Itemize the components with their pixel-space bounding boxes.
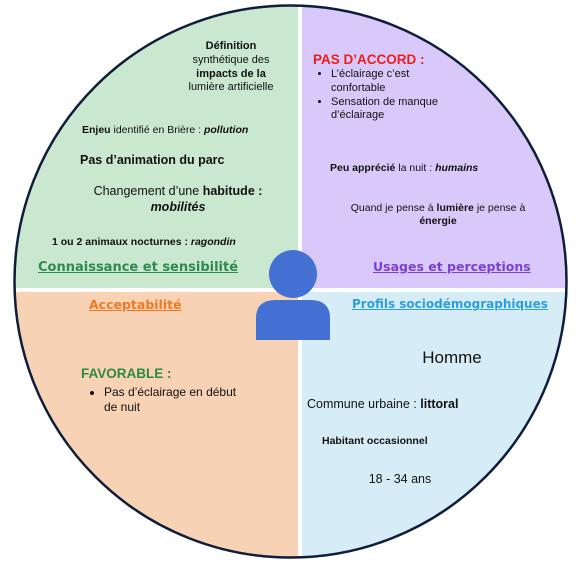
quadrant-usages-bg (300, 5, 567, 290)
list-item: Pas d’éclairage en début de nuit (104, 385, 250, 415)
animation-text: Pas d’animation du parc (80, 153, 225, 167)
quand-je-pense-text: Quand je pense à lumière je pense à éner… (350, 202, 526, 228)
quadrant-profile-bg (300, 290, 567, 558)
list-item: Sensation de manque d’éclairage (331, 96, 457, 124)
profile-title: Profils sociodémographiques (352, 297, 548, 311)
changement-text: Changement d’une habitude : mobilités (93, 184, 263, 214)
list-item: L’éclairage c’est confortable (331, 68, 457, 96)
knowledge-title: Connaissance et sensibilité (38, 260, 239, 275)
commune-text: Commune urbaine : littoral (307, 397, 459, 411)
gender-text: Homme (422, 348, 482, 367)
enjeu-text: Enjeu identifié en Brière : pollution (82, 124, 249, 136)
animaux-text: 1 ou 2 animaux nocturnes : ragondin (52, 236, 236, 248)
peu-apprecie-text: Peu apprécié la nuit : humains (330, 162, 479, 174)
acceptability-title: Acceptabilité (89, 297, 182, 312)
favorable-heading: FAVORABLE : (81, 366, 172, 381)
person-icon (256, 250, 330, 340)
habitant-text: Habitant occasionnel (322, 435, 428, 447)
disagree-heading: PAS D’ACCORD : (313, 52, 425, 67)
age-text: 18 - 34 ans (368, 472, 432, 486)
definition-text: Définition synthétique des impacts de la… (188, 40, 274, 94)
usages-title: Usages et perceptions (373, 259, 531, 274)
disagree-list: L’éclairage c’est confortable Sensation … (317, 68, 457, 123)
circle-outline (13, 4, 568, 559)
favorable-list: Pas d’éclairage en début de nuit (90, 385, 250, 415)
quadrant-acceptability-bg (14, 290, 300, 558)
